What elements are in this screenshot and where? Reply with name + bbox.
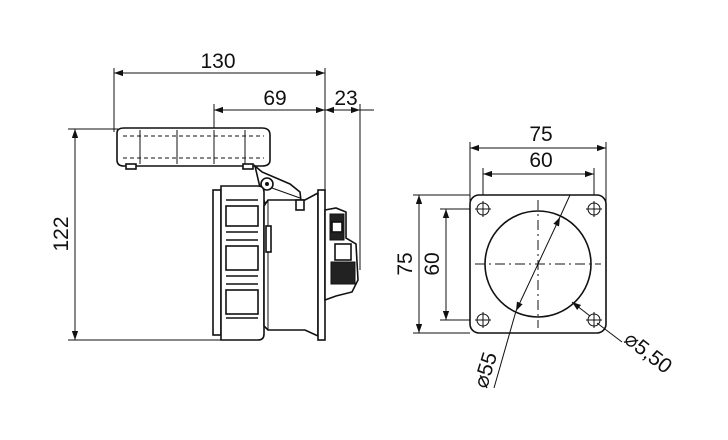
dimension-flange-height-75: 75 xyxy=(394,194,470,334)
dimension-rear-23: 23 xyxy=(325,87,374,270)
dimension-label-75-top: 75 xyxy=(529,123,552,146)
socket-lid xyxy=(116,127,271,170)
dimension-label-69: 69 xyxy=(263,87,286,110)
dimension-label-23: 23 xyxy=(334,87,357,110)
dimension-label-122: 122 xyxy=(50,216,73,251)
dimension-label-60-top: 60 xyxy=(529,149,552,172)
rear-terminal-box xyxy=(324,207,359,336)
mounting-flange xyxy=(317,189,326,341)
mounting-holes xyxy=(475,201,602,328)
side-view: 130 69 23 122 xyxy=(50,50,374,341)
dimension-flange-width-75: 75 xyxy=(469,123,607,206)
dimension-height-122: 122 xyxy=(50,128,230,341)
dimension-depth-69: 69 xyxy=(213,87,325,132)
dimension-label-60-left: 60 xyxy=(421,252,444,275)
socket-body xyxy=(263,191,319,338)
dimension-label-diameter-55: ⌀55 xyxy=(470,350,503,391)
dimension-label-130: 130 xyxy=(200,50,235,73)
dimension-label-75-left: 75 xyxy=(394,252,417,275)
front-view: 75 60 75 60 xyxy=(394,123,676,391)
socket-front-collar xyxy=(212,185,265,341)
dimension-label-diameter-5-50: ⌀5,50 xyxy=(620,327,676,378)
dimension-width-130: 130 xyxy=(113,50,326,190)
